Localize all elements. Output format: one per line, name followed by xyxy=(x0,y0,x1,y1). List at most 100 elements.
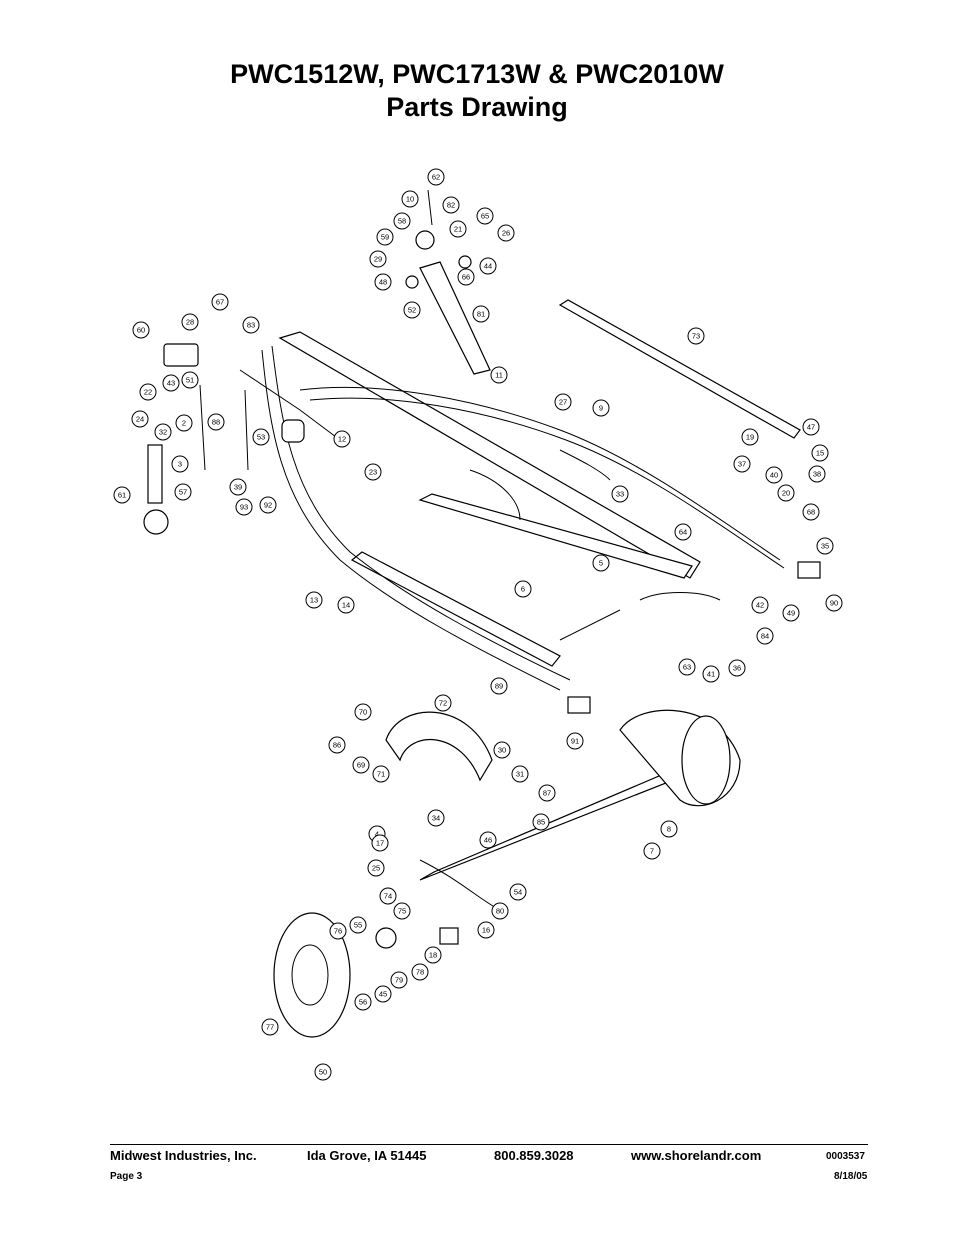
callout-87: 87 xyxy=(538,784,556,802)
spring-17 xyxy=(419,859,501,911)
wheel-right xyxy=(681,715,731,805)
callout-13: 13 xyxy=(305,591,323,609)
callout-label: 54 xyxy=(514,888,522,897)
callout-64: 64 xyxy=(674,523,692,541)
callout-53: 53 xyxy=(252,428,270,446)
callout-label: 68 xyxy=(807,508,815,517)
callout-label: 48 xyxy=(379,278,387,287)
callout-label: 22 xyxy=(144,388,152,397)
callout-label: 53 xyxy=(257,433,265,442)
callout-label: 77 xyxy=(266,1023,274,1032)
coupler-jack xyxy=(143,343,249,535)
callout-label: 50 xyxy=(319,1068,327,1077)
callout-label: 17 xyxy=(376,839,384,848)
callout-label: 58 xyxy=(398,217,406,226)
callout-74: 74 xyxy=(379,887,397,905)
callout-18: 18 xyxy=(424,946,442,964)
callout-label: 65 xyxy=(481,212,489,221)
hub-79 xyxy=(375,927,397,949)
callout-label: 34 xyxy=(432,814,440,823)
callout-20: 20 xyxy=(777,484,795,502)
callout-37: 37 xyxy=(733,455,751,473)
winch-post-11 xyxy=(419,261,491,375)
callout-label: 71 xyxy=(377,770,385,779)
callout-54: 54 xyxy=(509,883,527,901)
callout-label: 78 xyxy=(416,968,424,977)
callout-89: 89 xyxy=(490,677,508,695)
callout-label: 44 xyxy=(484,262,492,271)
footer-phone: 800.859.3028 xyxy=(494,1148,574,1163)
callout-15: 15 xyxy=(811,444,829,462)
callout-31: 31 xyxy=(511,765,529,783)
callout-58: 58 xyxy=(393,212,411,230)
callout-56: 56 xyxy=(354,993,372,1011)
callout-41: 41 xyxy=(702,665,720,683)
callout-label: 86 xyxy=(333,741,341,750)
callout-33: 33 xyxy=(611,485,629,503)
callout-26: 26 xyxy=(497,224,515,242)
callout-25: 25 xyxy=(367,859,385,877)
callout-12: 12 xyxy=(333,430,351,448)
callout-label: 92 xyxy=(264,501,272,510)
callout-label: 91 xyxy=(571,737,579,746)
callout-label: 6 xyxy=(521,585,525,594)
jack-post xyxy=(147,444,163,504)
callout-label: 12 xyxy=(338,435,346,444)
callout-label: 75 xyxy=(398,907,406,916)
footer-company: Midwest Industries, Inc. xyxy=(110,1148,257,1163)
callout-label: 3 xyxy=(178,460,182,469)
callout-88: 88 xyxy=(207,413,225,431)
callout-49: 49 xyxy=(782,604,800,622)
callout-label: 4 xyxy=(375,830,379,839)
callout-label: 72 xyxy=(439,699,447,708)
callout-label: 42 xyxy=(756,601,764,610)
callout-label: 57 xyxy=(179,488,187,497)
callout-label: 59 xyxy=(381,233,389,242)
callout-label: 30 xyxy=(498,746,506,755)
callout-label: 26 xyxy=(502,229,510,238)
footer-doc-number: 0003537 xyxy=(826,1151,865,1162)
callout-38: 38 xyxy=(808,465,826,483)
callout-34: 34 xyxy=(427,809,445,827)
callout-label: 70 xyxy=(359,708,367,717)
callout-79: 79 xyxy=(390,971,408,989)
callout-21: 21 xyxy=(449,220,467,238)
callout-label: 40 xyxy=(770,471,778,480)
callout-40: 40 xyxy=(765,466,783,484)
callout-22: 22 xyxy=(139,383,157,401)
callout-label: 15 xyxy=(816,449,824,458)
callout-label: 28 xyxy=(186,318,194,327)
callout-30: 30 xyxy=(493,741,511,759)
callout-72: 72 xyxy=(434,694,452,712)
callout-label: 36 xyxy=(733,664,741,673)
callout-label: 14 xyxy=(342,601,350,610)
callout-label: 85 xyxy=(537,818,545,827)
fender-72 xyxy=(385,711,493,782)
callout-44: 44 xyxy=(479,257,497,275)
callout-50: 50 xyxy=(314,1063,332,1081)
frame-rail-top-2 xyxy=(309,397,785,569)
light-90 xyxy=(797,561,821,579)
footer-city: Ida Grove, IA 51445 xyxy=(307,1148,427,1163)
callout-label: 47 xyxy=(807,423,815,432)
callout-35: 35 xyxy=(816,537,834,555)
winch-assembly xyxy=(405,189,491,375)
callout-label: 64 xyxy=(679,528,687,537)
callout-label: 38 xyxy=(813,470,821,479)
callout-24: 24 xyxy=(131,410,149,428)
callout-label: 66 xyxy=(462,273,470,282)
bunk-board-5 xyxy=(418,493,693,579)
callout-77: 77 xyxy=(261,1018,279,1036)
callout-label: 8 xyxy=(667,825,671,834)
frame-rail-inner xyxy=(271,345,571,681)
callout-78: 78 xyxy=(411,963,429,981)
callout-46: 46 xyxy=(479,831,497,849)
page-title: PWC1512W, PWC1713W & PWC2010W xyxy=(230,59,724,89)
callout-label: 32 xyxy=(159,428,167,437)
callout-label: 27 xyxy=(559,398,567,407)
callout-42: 42 xyxy=(751,596,769,614)
callout-label: 33 xyxy=(616,490,624,499)
callout-9: 9 xyxy=(592,399,610,417)
callout-62: 62 xyxy=(427,168,445,186)
